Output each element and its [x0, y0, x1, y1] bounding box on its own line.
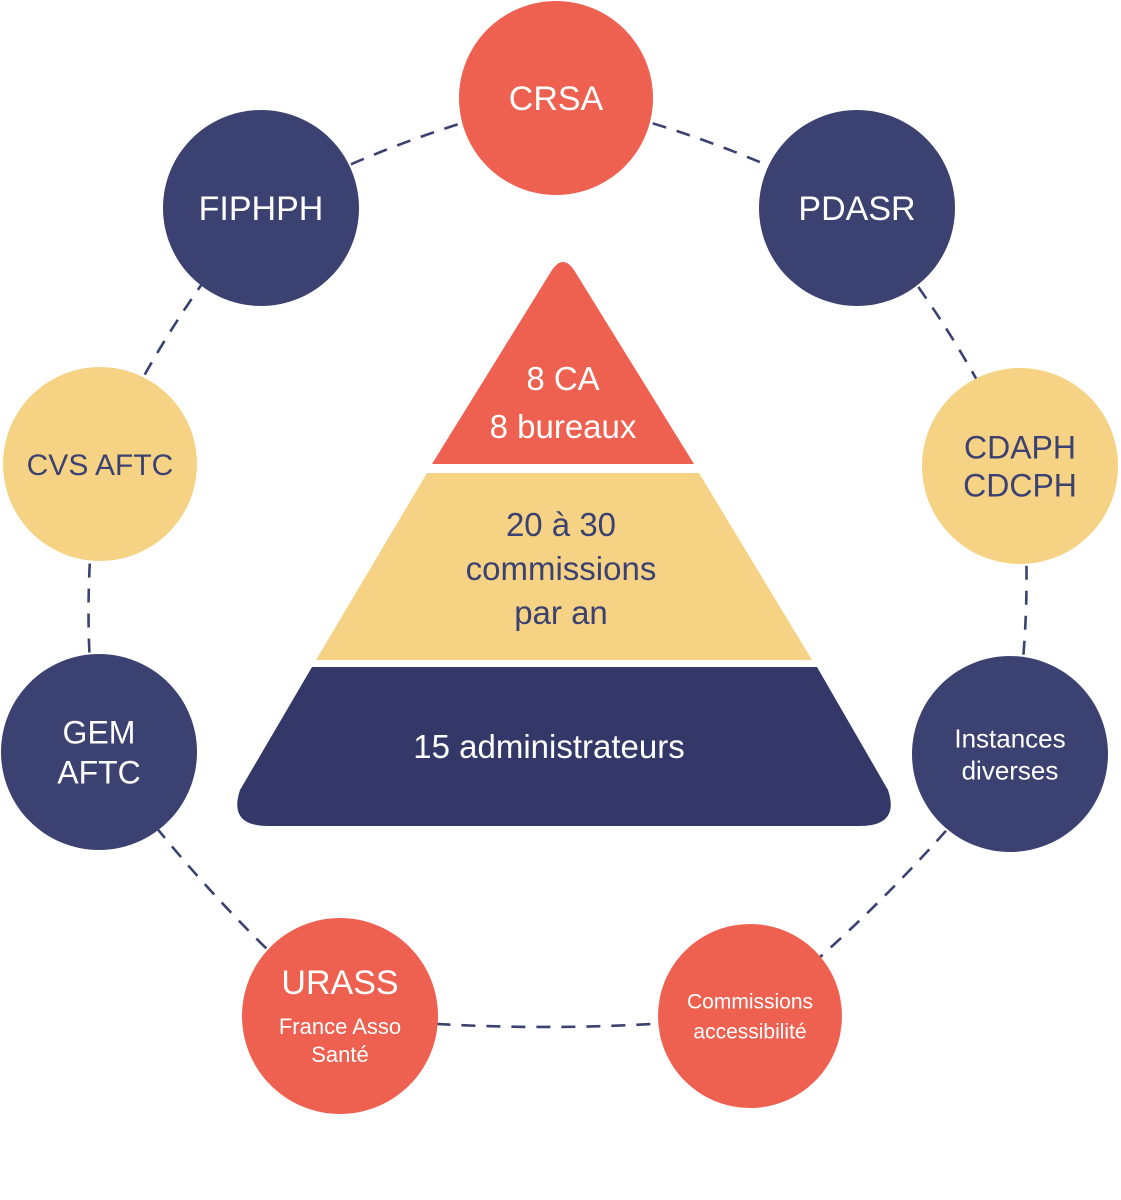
- pyramid-bottom-label-line: 15 administrateurs: [413, 728, 684, 765]
- node-label: AFTC: [57, 755, 141, 791]
- node-label: Commissions: [687, 991, 813, 1014]
- node-fiphph: FIPHPH: [163, 110, 359, 306]
- node-label: CDCPH: [963, 468, 1077, 504]
- pyramid-tier-top: [432, 262, 694, 464]
- node-crsa: CRSA: [459, 1, 653, 195]
- node-label: accessibilité: [693, 1021, 806, 1044]
- node-circle: [759, 110, 955, 306]
- node-cvs-aftc: CVS AFTC: [3, 367, 197, 561]
- pyramid: 8 CA 8 bureaux 20 à 30 commissions par an 15 …: [237, 262, 891, 826]
- node-circle: [163, 110, 359, 306]
- node-label: CDAPH: [964, 430, 1076, 466]
- node-label: URASS: [281, 964, 398, 1002]
- node-label: FIPHPH: [199, 190, 324, 228]
- node-pdasr: PDASR: [759, 110, 955, 306]
- node-label: PDASR: [798, 190, 915, 228]
- node-circle: [242, 918, 438, 1114]
- pyramid-middle-label-line: par an: [514, 594, 608, 631]
- node-circle: [459, 1, 653, 195]
- node-circle: [3, 367, 197, 561]
- node-label: Santé: [311, 1042, 369, 1067]
- node-label: Instances: [954, 723, 1065, 753]
- node-commissions-accessibilite: Commissions accessibilité: [658, 924, 842, 1108]
- pyramid-middle-label-line: 20 à 30: [506, 506, 616, 543]
- node-circle: [912, 656, 1108, 852]
- node-gem-aftc: GEM AFTC: [1, 654, 197, 850]
- pyramid-tier-bottom: [237, 667, 891, 826]
- node-label: France Asso: [279, 1014, 401, 1039]
- pyramid-top-label-line: 8 bureaux: [490, 408, 637, 445]
- node-circle: [658, 924, 842, 1108]
- dashed-connector: [856, 207, 1022, 467]
- pyramid-tier-middle: [316, 473, 812, 660]
- dashed-connector: [260, 96, 557, 210]
- pyramid-top-label-line: 8 CA: [526, 360, 599, 397]
- node-label: GEM: [63, 715, 136, 751]
- node-label: diverses: [962, 755, 1059, 785]
- node-circle: [1, 654, 197, 850]
- node-label: CRSA: [509, 80, 604, 118]
- dashed-connector: [749, 753, 1012, 1018]
- pyramid-middle-label-line: commissions: [466, 550, 657, 587]
- node-circle: [922, 368, 1118, 564]
- node-label: CVS AFTC: [27, 449, 174, 482]
